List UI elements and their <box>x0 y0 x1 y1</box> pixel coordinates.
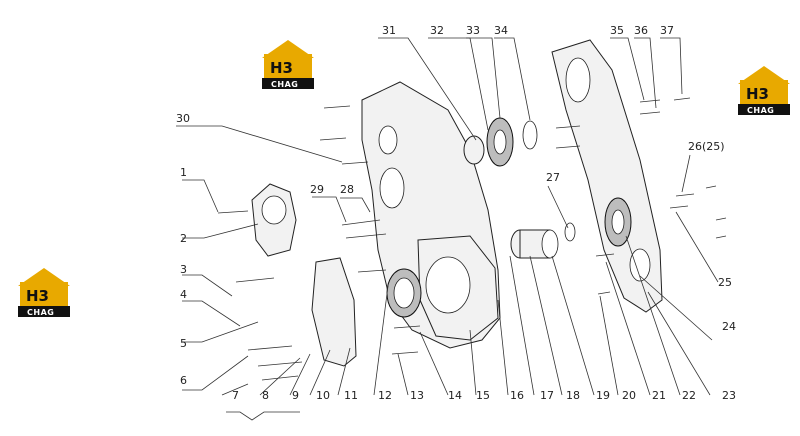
front-cover-plate <box>311 257 357 367</box>
callout-27: 27 <box>546 171 560 184</box>
brand-logo-top: H3 CHAG <box>262 40 314 89</box>
callout-1: 1 <box>180 166 187 179</box>
leader-lines <box>176 37 719 396</box>
callout-2: 2 <box>180 232 187 245</box>
callout-23: 23 <box>722 389 736 402</box>
callout-18: 18 <box>566 389 580 402</box>
callout-37: 37 <box>660 24 674 37</box>
callout-labels: 1 2 3 4 5 6 7 8 9 10 11 12 13 14 15 16 1… <box>176 24 736 402</box>
camshaft-gear <box>604 197 632 247</box>
logo-mark-text: H3 <box>746 85 769 103</box>
callout-19: 19 <box>596 389 610 402</box>
callout-13: 13 <box>410 389 424 402</box>
callout-33: 33 <box>466 24 480 37</box>
thrust-washer <box>522 120 538 150</box>
idler-hub <box>510 229 559 259</box>
callout-15: 15 <box>476 389 490 402</box>
callout-11: 11 <box>344 389 358 402</box>
idler-gear <box>463 117 514 167</box>
callout-32: 32 <box>430 24 444 37</box>
callout-35: 35 <box>610 24 624 37</box>
callout-3: 3 <box>180 263 187 276</box>
bolt-set <box>217 97 727 381</box>
logo-caption-text: CHAG <box>747 106 774 115</box>
callout-9: 9 <box>292 389 299 402</box>
engine-rear-plate <box>551 39 663 313</box>
logo-mark-text: H3 <box>26 287 49 305</box>
logo-mark-text: H3 <box>270 59 293 77</box>
brand-logo-right: H3 CHAG <box>738 66 790 115</box>
callout-31: 31 <box>382 24 396 37</box>
callout-20: 20 <box>622 389 636 402</box>
brand-logo-left: H3 CHAG <box>18 268 70 317</box>
callout-16: 16 <box>510 389 524 402</box>
callout-5: 5 <box>180 337 187 350</box>
callout-25: 25 <box>718 276 732 289</box>
callout-21: 21 <box>652 389 666 402</box>
logo-caption-text: CHAG <box>27 308 54 317</box>
callout-29: 29 <box>310 183 324 196</box>
callout-26: 26(25) <box>688 140 725 153</box>
callout-7: 7 <box>232 389 239 402</box>
callout-36: 36 <box>634 24 648 37</box>
callout-6: 6 <box>180 374 187 387</box>
belt-tensioner <box>251 183 297 257</box>
callout-28: 28 <box>340 183 354 196</box>
timing-gear-housing <box>361 81 501 349</box>
callout-12: 12 <box>378 389 392 402</box>
callout-14: 14 <box>448 389 462 402</box>
callout-24: 24 <box>722 320 736 333</box>
callout-10: 10 <box>316 389 330 402</box>
callout-17: 17 <box>540 389 554 402</box>
callout-34: 34 <box>494 24 508 37</box>
callout-22: 22 <box>682 389 696 402</box>
callout-30: 30 <box>176 112 190 125</box>
callout-4: 4 <box>180 288 187 301</box>
group-bracket <box>226 411 300 421</box>
logo-caption-text: CHAG <box>271 80 298 89</box>
callout-8: 8 <box>262 389 269 402</box>
